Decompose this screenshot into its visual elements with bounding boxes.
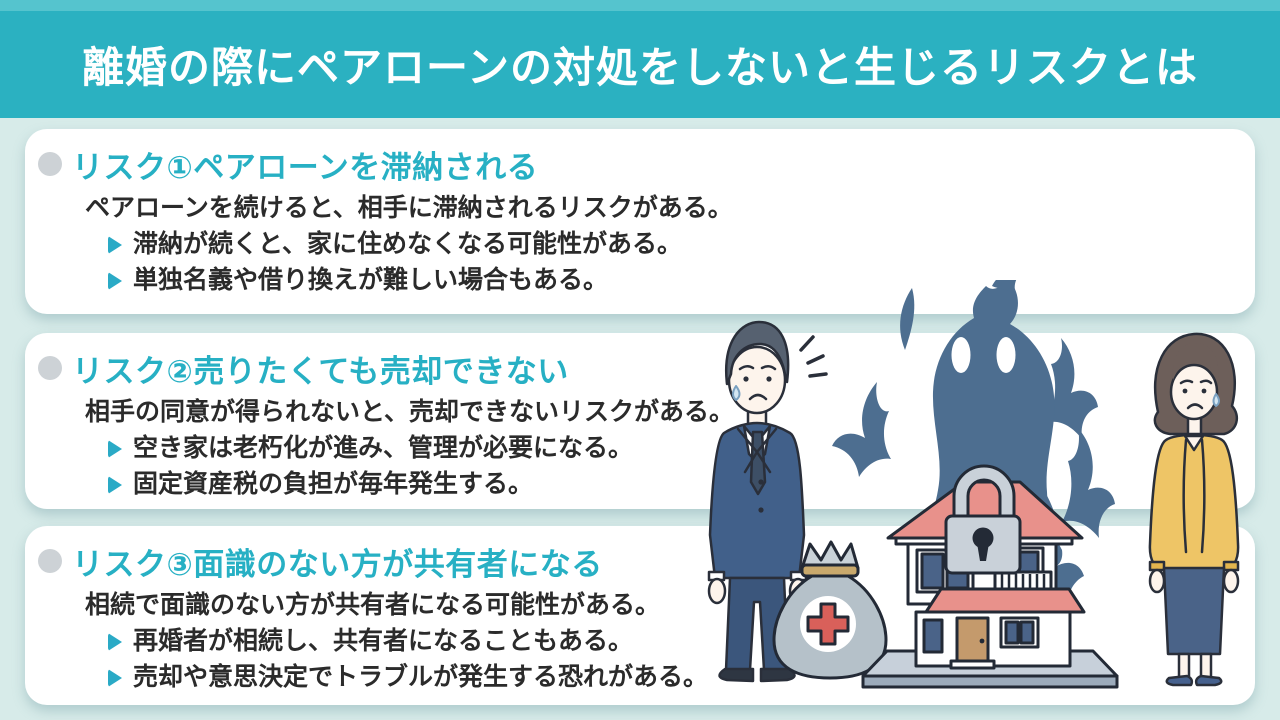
risk-1-point: 単独名義や借り換えが難しい場合もある。 [108, 266, 1235, 295]
risk-card-1: リスク①ペアローンを滞納される ペアローンを続けると、相手に滞納されるリスクがあ… [25, 129, 1255, 314]
header-banner: 離婚の際にペアローンの対処をしないと生じるリスクとは [0, 0, 1280, 118]
header-top-strip [0, 0, 1280, 11]
risk-3-point-text: 再婚者が相続し、共有者になることもある。 [133, 627, 634, 655]
risk-1-point-text: 単独名義や借り換えが難しい場合もある。 [133, 266, 609, 294]
risk-2-point: 固定資産税の負担が毎年発生する。 [108, 470, 1235, 499]
risk-3-heading: リスク③面識のない方が共有者になる [72, 546, 603, 582]
risk-1-point: 滞納が続くと、家に住めなくなる可能性がある。 [108, 230, 1235, 259]
arrow-bullet-icon [108, 475, 122, 494]
page-title: 離婚の際にペアローンの対処をしないと生じるリスクとは [82, 44, 1198, 91]
risk-2-lead: 相手の同意が得られないと、売却できないリスクがある。 [85, 398, 735, 426]
risk-3-point: 売却や意思決定でトラブルが発生する恐れがある。 [108, 663, 1235, 692]
risk-2-heading-row: リスク②売りたくても売却できない [38, 348, 1235, 389]
arrow-bullet-icon [108, 235, 122, 254]
risk-card-2: リスク②売りたくても売却できない 相手の同意が得られないと、売却できないリスクが… [25, 333, 1255, 509]
risk-2-heading: リスク②売りたくても売却できない [72, 353, 569, 389]
risk-card-3: リスク③面識のない方が共有者になる 相続で面識のない方が共有者になる可能性がある… [25, 526, 1255, 705]
risk-1-heading: リスク①ペアローンを滞納される [72, 149, 539, 185]
bullet-dot-icon [38, 152, 62, 176]
arrow-bullet-icon [108, 271, 122, 290]
bullet-dot-icon [38, 549, 62, 573]
risk-2-point: 空き家は老朽化が進み、管理が必要になる。 [108, 434, 1235, 463]
arrow-bullet-icon [108, 668, 122, 687]
risk-3-point-text: 売却や意思決定でトラブルが発生する恐れがある。 [133, 663, 709, 691]
risk-3-heading-row: リスク③面識のない方が共有者になる [38, 541, 1235, 582]
risk-2-point-text: 空き家は老朽化が進み、管理が必要になる。 [133, 434, 634, 462]
risk-3-lead: 相続で面識のない方が共有者になる可能性がある。 [85, 591, 661, 619]
risk-1-point-text: 滞納が続くと、家に住めなくなる可能性がある。 [133, 230, 683, 258]
risk-1-lead: ペアローンを続けると、相手に滞納されるリスクがある。 [85, 194, 733, 222]
risk-2-point-text: 固定資産税の負担が毎年発生する。 [133, 470, 534, 498]
arrow-bullet-icon [108, 632, 122, 651]
bullet-dot-icon [38, 356, 62, 380]
arrow-bullet-icon [108, 439, 122, 458]
risk-3-point: 再婚者が相続し、共有者になることもある。 [108, 627, 1235, 656]
risk-1-heading-row: リスク①ペアローンを滞納される [38, 144, 1235, 185]
